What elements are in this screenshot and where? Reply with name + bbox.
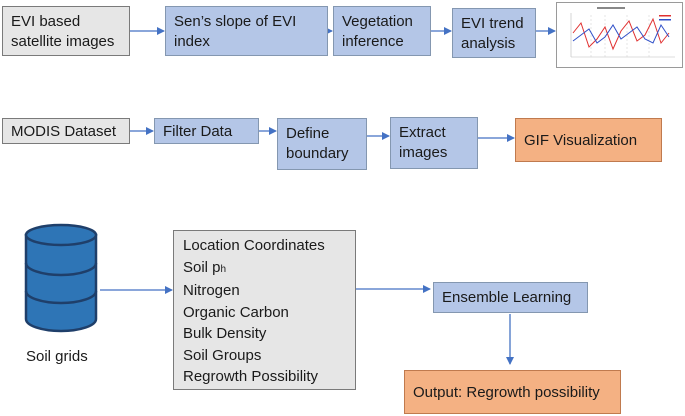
feature-bulk-density: Bulk Density xyxy=(183,325,267,342)
feature-nitrogen: Nitrogen xyxy=(183,282,240,299)
soil-features-box: Location Coordinates Soil ph Nitrogen Or… xyxy=(173,230,356,390)
gif-visualization-box: GIF Visualization xyxy=(515,118,662,162)
database-icon xyxy=(24,223,98,333)
feature-soil-groups: Soil Groups xyxy=(183,346,262,364)
soil-grids-caption: Soil grids xyxy=(26,348,88,365)
chart-thumbnail-svg xyxy=(570,7,675,58)
filter-data-box: Filter Data xyxy=(154,118,259,144)
define-boundary-box: Define boundary xyxy=(277,118,367,170)
evi-images-box: EVI based satellite images xyxy=(2,6,130,56)
chart-thumbnail-red-series xyxy=(572,17,670,51)
feature-soil-ph: Soil ph xyxy=(183,258,227,276)
feature-location: Location Coordinates xyxy=(183,237,325,254)
sens-slope-box: Sen’s slope of EVI index xyxy=(165,6,328,56)
feature-organic-carbon: Organic Carbon xyxy=(183,303,289,321)
vegetation-inference-box: Vegetation inference xyxy=(333,6,431,56)
output-regrowth-box: Output: Regrowth possibility xyxy=(404,370,621,414)
ensemble-learning-box: Ensemble Learning xyxy=(433,282,588,313)
feature-regrowth-possibility: Regrowth Possibility xyxy=(183,368,319,385)
chart-thumbnail-blue-series xyxy=(572,23,670,44)
evi-trend-box: EVI trend analysis xyxy=(452,8,536,58)
modis-dataset-box: MODIS Dataset xyxy=(2,118,130,144)
line-chart-thumbnail xyxy=(556,2,683,68)
extract-images-box: Extract images xyxy=(390,117,478,169)
